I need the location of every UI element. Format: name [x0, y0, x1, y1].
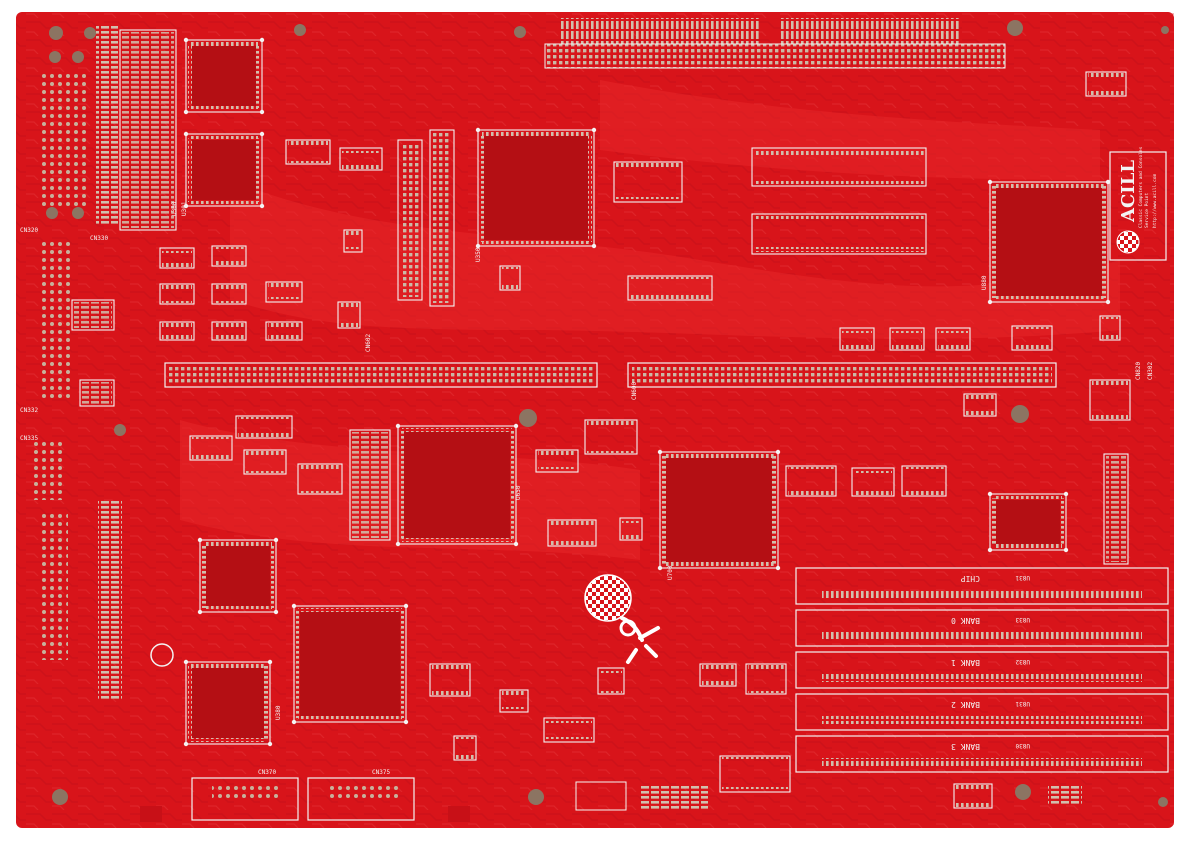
- memory-slot-4: BANK 2 U831: [795, 693, 1169, 731]
- acill-logo: ACILL Classic Computers and Consoles Ser…: [1109, 146, 1167, 261]
- left-connectors: [30, 24, 122, 700]
- ref-u700: U700: [667, 565, 674, 580]
- ref-cn820: CN820: [1135, 362, 1142, 380]
- expansion-bus: [164, 18, 1057, 388]
- memory-slot-ref: U831: [1015, 574, 1030, 581]
- memory-slot-ref: U831: [1015, 700, 1030, 707]
- ref-cn330: CN330: [90, 235, 108, 242]
- ref-cn335: CN335: [20, 435, 38, 442]
- memory-slot-5: BANK 3 U830: [795, 735, 1169, 773]
- bottom-connectors: [140, 777, 1082, 822]
- ic-chips: [71, 29, 1131, 809]
- memory-slot-ref: U833: [1015, 616, 1030, 623]
- ref-cn375: CN375: [372, 769, 390, 776]
- ref-u380: U380: [275, 705, 282, 720]
- memory-slot-1: CHIP U831: [795, 567, 1169, 605]
- memory-slot-ref: U832: [1015, 658, 1030, 665]
- ref-cn600: CN600: [631, 382, 638, 400]
- acill-logo-tagline-2: Service Point: [1144, 192, 1150, 228]
- memory-slot-label: CHIP: [961, 574, 980, 583]
- acill-logo-name: ACILL: [1118, 160, 1139, 223]
- memory-slot-3: BANK 1 U832: [795, 651, 1169, 689]
- silkscreen-labels: CN320 CN330 CN332 CN335 CN602 CN600 CN82…: [20, 201, 1154, 776]
- ref-cn602: CN602: [365, 334, 372, 352]
- ref-u350: U350: [475, 247, 482, 262]
- ref-cn320: CN320: [20, 227, 38, 234]
- memory-slot-label: BANK 1: [951, 658, 980, 667]
- memory-slot-label: BANK 3: [951, 742, 980, 751]
- memory-slot-2: BANK 0 U833: [795, 609, 1169, 647]
- ref-u650: U650: [515, 485, 522, 500]
- memory-slot-label: BANK 0: [951, 616, 980, 625]
- ref-cn332: CN332: [20, 407, 38, 414]
- ref-u301: U301: [181, 201, 188, 216]
- boing-ball-logo: [584, 574, 660, 664]
- acill-logo-tagline-1: Classic Computers and Consoles: [1138, 146, 1144, 228]
- ref-u300: U300: [171, 201, 178, 216]
- ref-cn370: CN370: [258, 769, 276, 776]
- ref-u880: U880: [981, 275, 988, 290]
- memory-slot-label: BANK 2: [951, 700, 980, 709]
- memory-slot-ref: U830: [1015, 742, 1030, 749]
- acill-logo-url: http://www.acill.com: [1152, 174, 1158, 228]
- ref-cn302: CN302: [1147, 362, 1154, 380]
- mounting-holes: [46, 20, 1169, 807]
